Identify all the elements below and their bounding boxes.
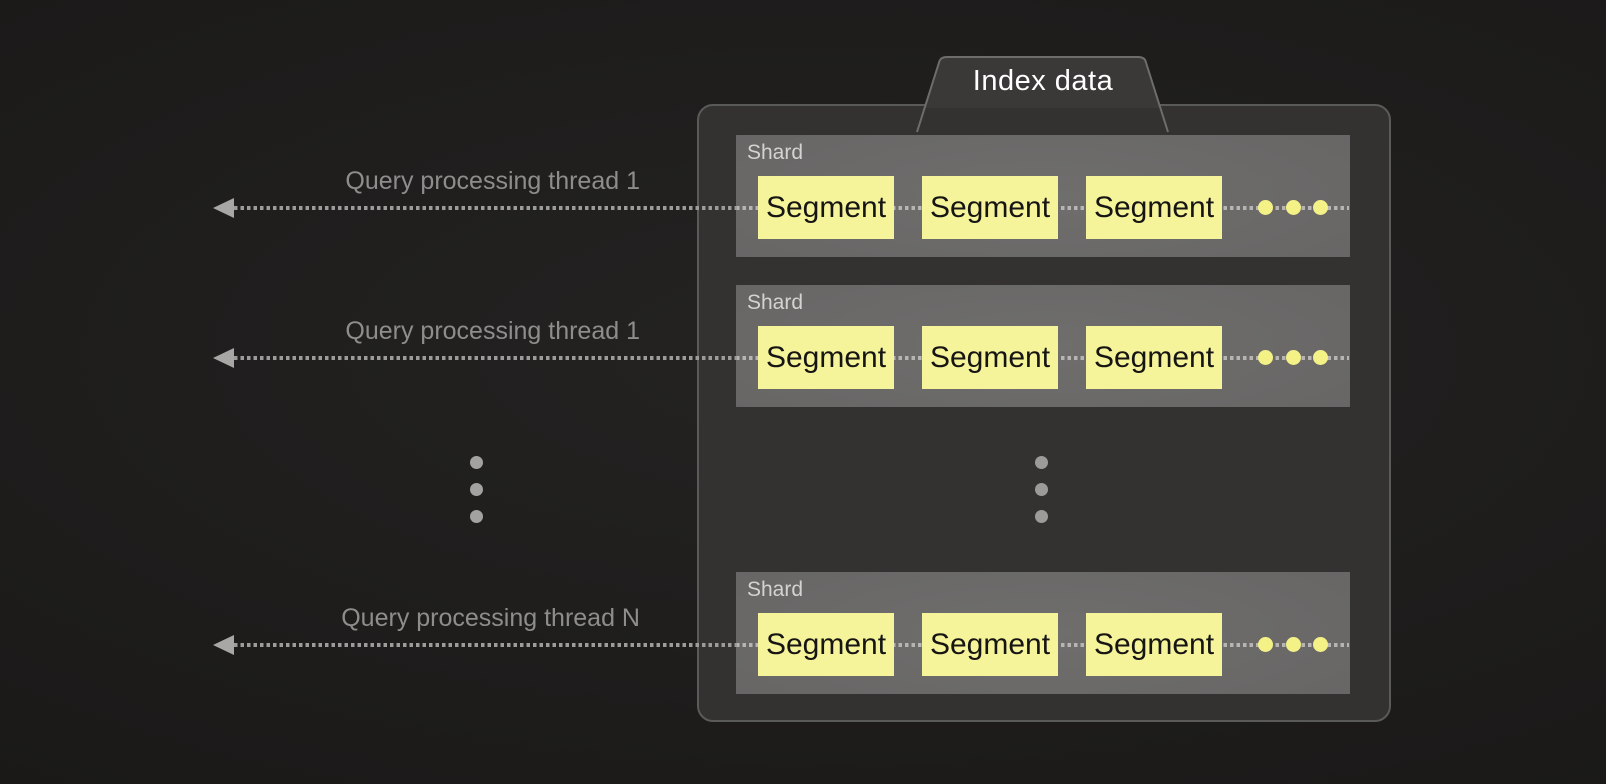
thread-label-2: Query processing thread 1 [345,317,640,345]
segment-box: Segment [922,326,1058,389]
shard-box-1: Shard Segment Segment Segment [736,135,1350,257]
thread-label-1: Query processing thread 1 [345,167,640,195]
vertical-ellipsis-icon [470,510,483,523]
index-data-title: Index data [972,64,1114,97]
segment-box: Segment [1086,176,1222,239]
left-arrowhead-icon [213,348,234,368]
thread-dotted-arrow-line-1 [234,206,737,210]
vertical-ellipsis-icon [470,483,483,496]
vertical-ellipsis-icon [1035,456,1048,469]
shard-label: Shard [747,291,804,314]
segment-box: Segment [1086,613,1222,676]
thread-dotted-arrow-line-2 [234,356,737,360]
segment-box: Segment [758,613,894,676]
segment-box: Segment [758,326,894,389]
segment-box: Segment [922,613,1058,676]
segment-box: Segment [758,176,894,239]
thread-dotted-arrow-line-3 [234,643,737,647]
left-arrowhead-icon [213,635,234,655]
left-arrowhead-icon [213,198,234,218]
index-data-tab-shape [916,56,1169,133]
segment-ellipsis-dot [1258,200,1273,215]
segment-box: Segment [1086,326,1222,389]
vertical-ellipsis-icon [1035,483,1048,496]
shard-label: Shard [747,578,804,601]
thread-label-3: Query processing thread N [341,604,640,632]
segment-ellipsis-dot [1258,350,1273,365]
segment-ellipsis-dot [1286,200,1301,215]
shard-box-3: Shard Segment Segment Segment [736,572,1350,694]
vertical-ellipsis-icon [1035,510,1048,523]
segment-ellipsis-dot [1286,637,1301,652]
segment-ellipsis-dot [1313,350,1328,365]
segment-ellipsis-dot [1313,637,1328,652]
vertical-ellipsis-icon [470,456,483,469]
segment-ellipsis-dot [1313,200,1328,215]
segment-box: Segment [922,176,1058,239]
segment-ellipsis-dot [1258,637,1273,652]
segment-ellipsis-dot [1286,350,1301,365]
shard-box-2: Shard Segment Segment Segment [736,285,1350,407]
shard-label: Shard [747,141,804,164]
